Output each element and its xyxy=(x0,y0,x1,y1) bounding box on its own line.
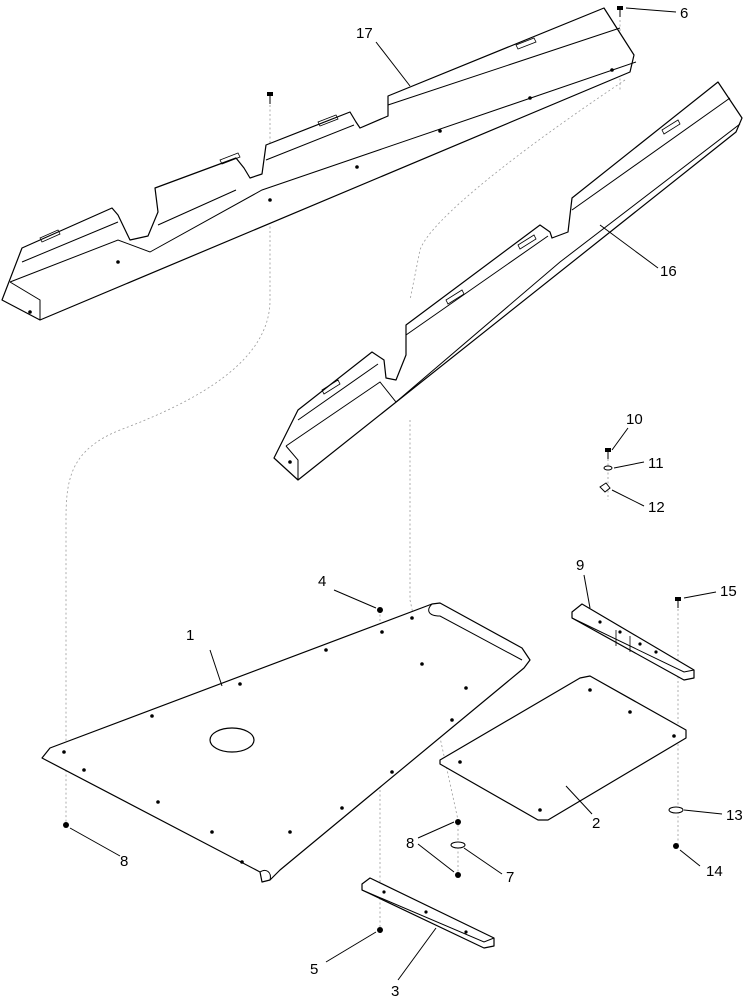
bolt-4 xyxy=(377,607,383,613)
nut-12 xyxy=(599,482,611,493)
callout-11: 11 xyxy=(648,455,664,472)
callout-15: 15 xyxy=(720,583,737,600)
plate-part-2 xyxy=(439,675,687,821)
callout-12: 12 xyxy=(648,499,665,516)
assembly-guide-lines xyxy=(65,20,679,930)
leader-lines xyxy=(69,7,723,981)
bolt-6 xyxy=(617,6,623,17)
callout-4: 4 xyxy=(318,573,326,590)
nut-5 xyxy=(377,927,383,933)
callout-8-right: 8 xyxy=(406,835,414,852)
callout-13: 13 xyxy=(726,807,743,824)
bolt-10 xyxy=(605,448,611,459)
nut-8-lower xyxy=(455,872,461,878)
callout-6: 6 xyxy=(680,5,688,22)
washer-7 xyxy=(450,841,466,849)
nut-14 xyxy=(673,843,679,849)
bolt-17-screw xyxy=(267,92,273,104)
callout-1: 1 xyxy=(186,627,194,644)
nut-8-left xyxy=(63,822,69,828)
bracket-part-9 xyxy=(571,603,695,681)
callout-17: 17 xyxy=(356,25,373,42)
callout-3: 3 xyxy=(391,983,399,1000)
bolt-15 xyxy=(675,597,681,608)
washer-11 xyxy=(603,465,613,471)
callout-5: 5 xyxy=(310,961,318,978)
callout-7: 7 xyxy=(506,869,514,886)
upper-rail-part-17 xyxy=(1,7,637,321)
strip-part-3 xyxy=(361,877,495,949)
floor-panel-part-1 xyxy=(41,602,531,883)
callout-8-left: 8 xyxy=(120,853,128,870)
callout-16: 16 xyxy=(660,263,677,280)
hardware xyxy=(63,6,684,933)
callout-2: 2 xyxy=(592,815,600,832)
lower-rail-part-16 xyxy=(273,81,743,481)
callout-labels: 1 2 3 4 5 6 7 8 8 9 10 11 12 13 14 15 16… xyxy=(120,5,743,1000)
callout-10: 10 xyxy=(626,411,643,428)
callout-9: 9 xyxy=(576,557,584,574)
callout-14: 14 xyxy=(706,863,723,880)
nut-8-upper xyxy=(455,819,461,825)
washer-13 xyxy=(668,806,684,814)
